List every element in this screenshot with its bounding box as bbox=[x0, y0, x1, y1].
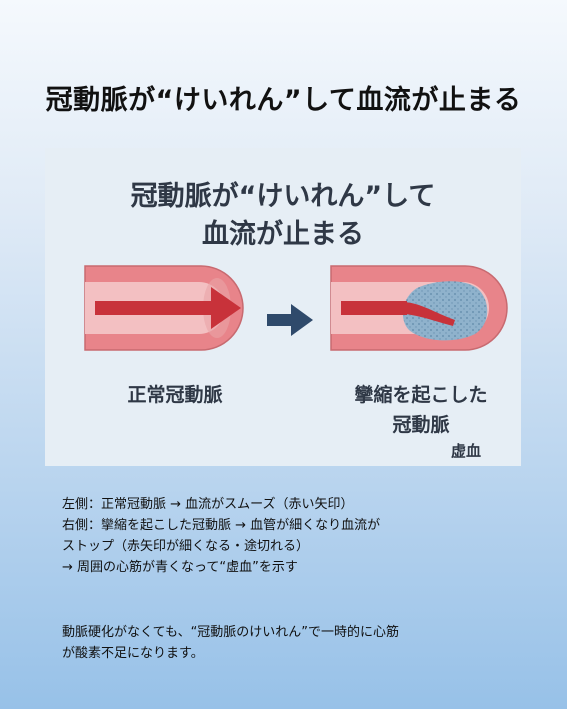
normal-vessel-label: 正常冠動脈 bbox=[127, 384, 223, 406]
page-title: 冠動脈が“けいれん”して血流が止まる bbox=[45, 85, 522, 116]
spasm-vessel-label-line1: 攣縮を起こした bbox=[354, 384, 488, 406]
vessel-illustration bbox=[84, 265, 508, 351]
spasm-vessel-label-line2: 冠動脈 bbox=[392, 414, 450, 436]
blood-flow-arrow-normal bbox=[95, 287, 241, 329]
ischemia-label: 虚血 bbox=[450, 442, 481, 460]
transition-arrow-icon bbox=[267, 304, 313, 336]
blood-flow-arrow-spasm bbox=[341, 301, 455, 326]
ischemia-region bbox=[402, 281, 488, 341]
note-line: → 周囲の心筋が青くなって“虚血”を示す bbox=[62, 560, 298, 575]
illustration-panel: 冠動脈が“けいれん”して 血流が止まる bbox=[45, 148, 521, 466]
panel-title-line2: 血流が止まる bbox=[202, 219, 364, 250]
note-line: ストップ（赤矢印が細くなる・途切れる） bbox=[62, 539, 310, 554]
panel-title-line1: 冠動脈が“けいれん”して bbox=[130, 181, 436, 212]
note-line: 左側：正常冠動脈 → 血流がスムーズ（赤い矢印） bbox=[62, 497, 354, 512]
summary-line: が酸素不足になります。 bbox=[62, 646, 204, 661]
spasm-vessel bbox=[330, 265, 508, 351]
normal-vessel bbox=[84, 265, 244, 351]
summary-line: 動脈硬化がなくても、“冠動脈のけいれん”で一時的に心筋 bbox=[62, 625, 400, 640]
explanation-notes: 左側：正常冠動脈 → 血流がスムーズ（赤い矢印） 右側：攣縮を起こした冠動脈 →… bbox=[62, 494, 532, 578]
note-line: 右側：攣縮を起こした冠動脈 → 血管が細くなり血流が bbox=[62, 518, 381, 533]
summary-text: 動脈硬化がなくても、“冠動脈のけいれん”で一時的に心筋 が酸素不足になります。 bbox=[62, 622, 532, 664]
